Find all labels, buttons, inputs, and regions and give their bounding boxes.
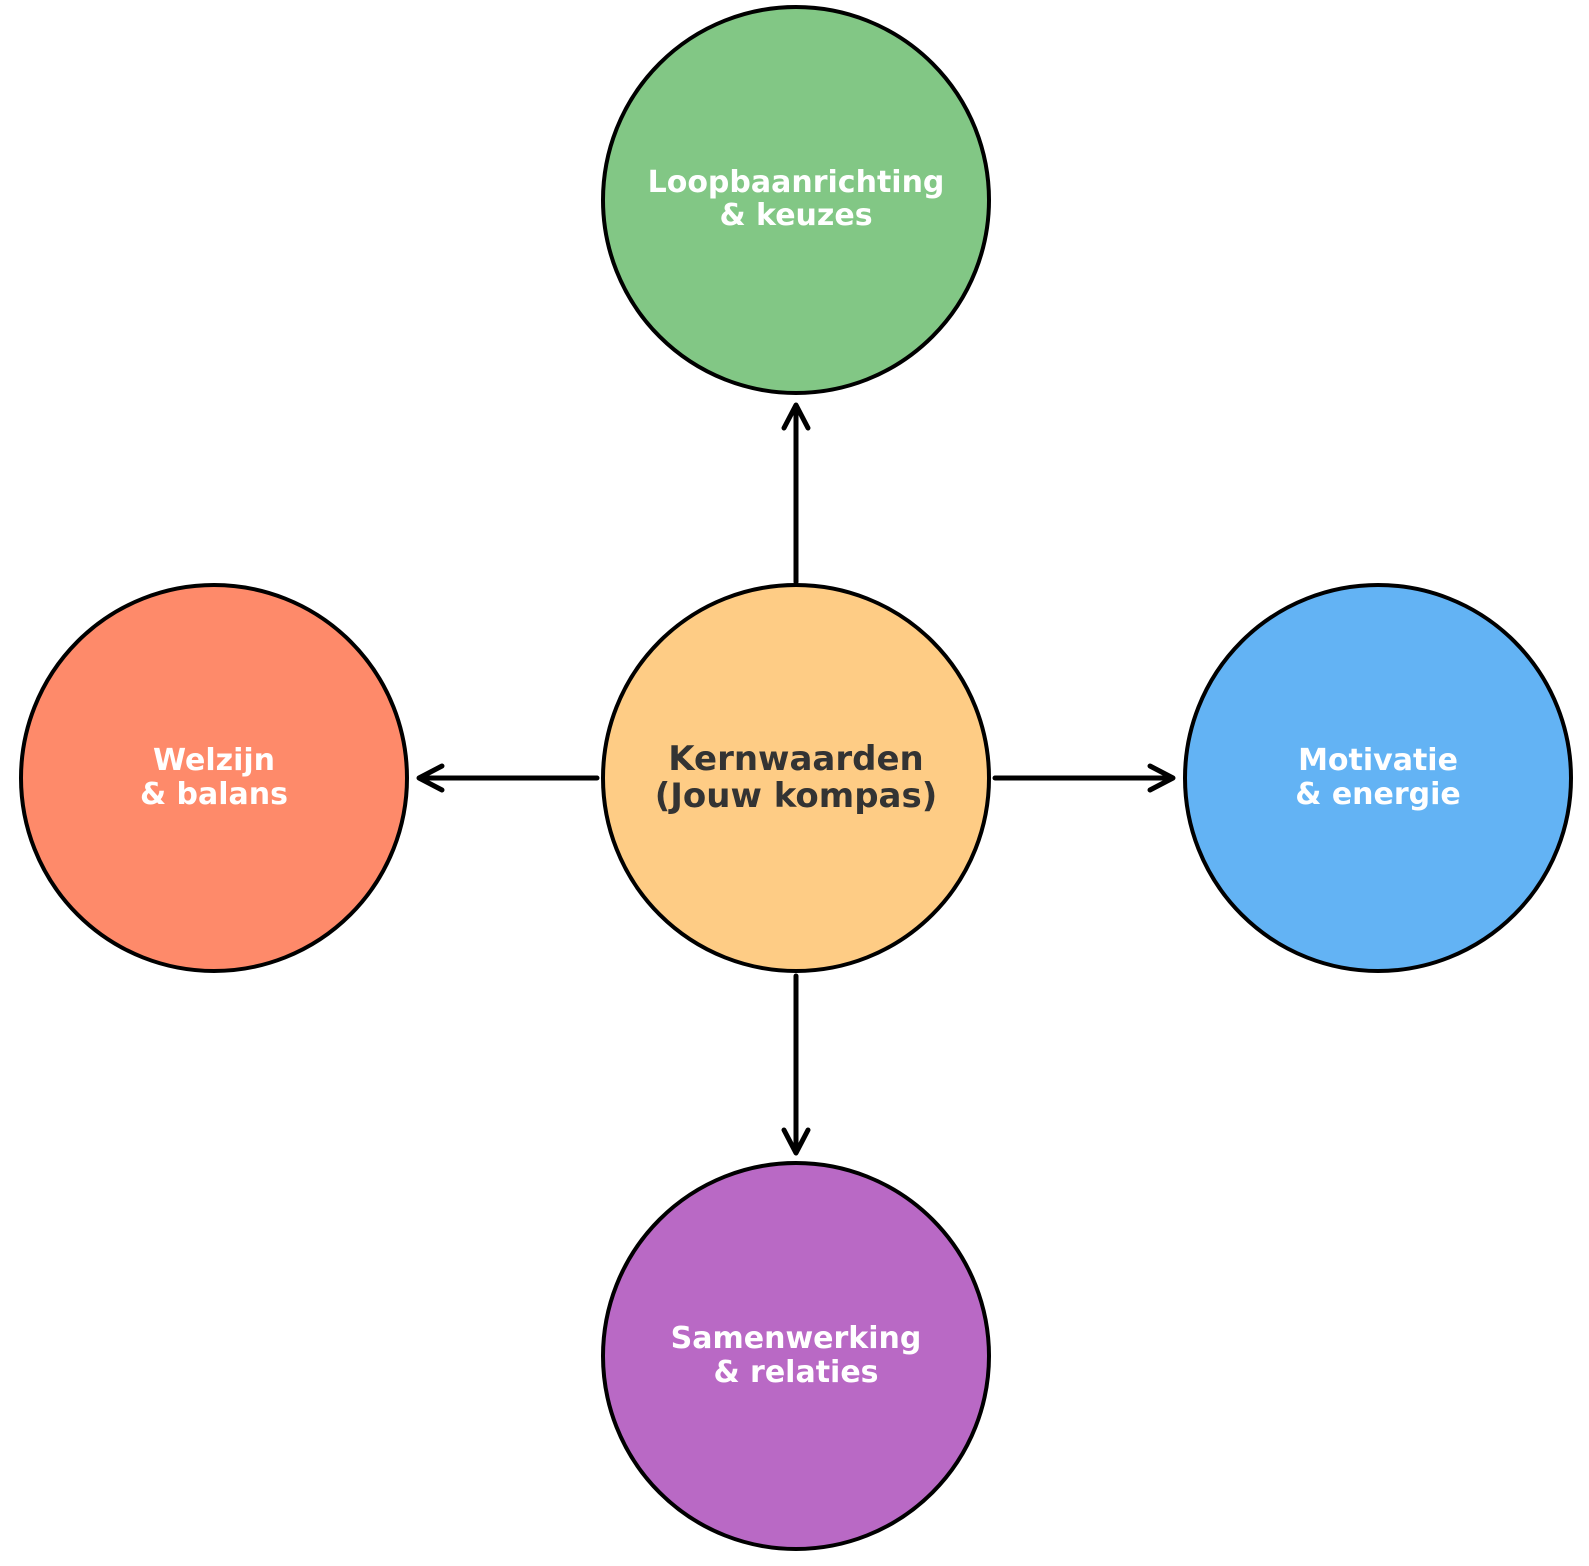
arrow-to-bottom bbox=[781, 973, 811, 1156]
node-circle-right bbox=[1183, 583, 1573, 973]
arrow-to-left bbox=[416, 763, 600, 793]
node-circle-bottom bbox=[601, 1161, 991, 1551]
node-bottom-label-line1: Samenwerking bbox=[671, 1321, 922, 1356]
node-career-direction: Loopbaanrichting & keuzes bbox=[601, 5, 991, 395]
node-motivation-energy: Motivatie & energie bbox=[1183, 583, 1573, 973]
node-center-label-line1: Kernwaarden bbox=[668, 739, 923, 779]
node-bottom-label-line2: & relaties bbox=[713, 1355, 878, 1390]
node-core-values: Kernwaarden (Jouw kompas) bbox=[601, 583, 991, 973]
node-right-label-line2: & energie bbox=[1295, 777, 1461, 812]
node-collaboration-relations: Samenwerking & relaties bbox=[601, 1161, 991, 1551]
node-top-label-line1: Loopbaanrichting bbox=[648, 165, 945, 200]
node-circle-left bbox=[19, 583, 409, 973]
node-top-label-line2: & keuzes bbox=[719, 198, 872, 233]
node-right-label-line1: Motivatie bbox=[1298, 743, 1458, 778]
node-left-label-line1: Welzijn bbox=[153, 743, 275, 778]
node-wellbeing-balance: Welzijn & balans bbox=[19, 583, 409, 973]
node-circle-center bbox=[601, 583, 991, 973]
arrow-to-right bbox=[992, 763, 1176, 793]
arrow-to-top bbox=[781, 402, 811, 585]
node-left-label-line2: & balans bbox=[140, 777, 288, 812]
node-center-label-line2: (Jouw kompas) bbox=[655, 776, 938, 816]
node-circle-top bbox=[601, 5, 991, 395]
